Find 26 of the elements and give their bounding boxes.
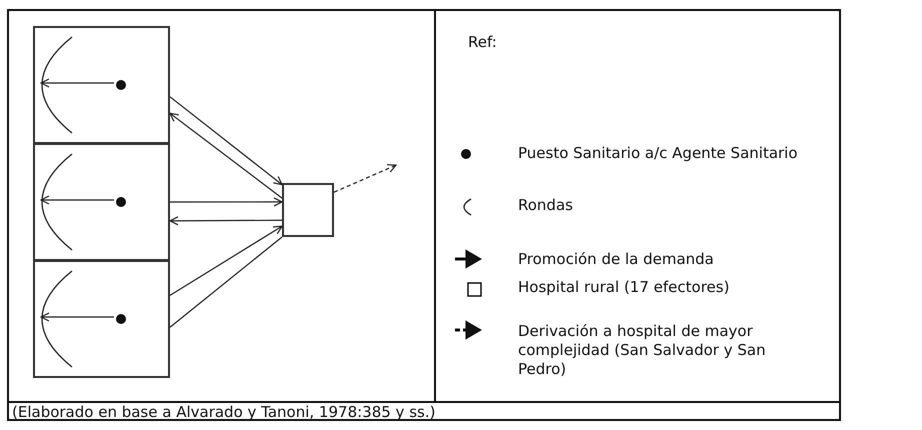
arrow [40, 312, 114, 322]
health-post-dot [116, 197, 126, 207]
arrow [169, 216, 282, 226]
arrow [169, 112, 282, 199]
legend-text: Hospital rural (17 efectores) [518, 278, 730, 297]
health-post-dot [116, 314, 126, 324]
round-arc [41, 154, 72, 250]
arrow [170, 226, 283, 296]
arrow [334, 164, 397, 193]
line [170, 236, 282, 328]
zone-box [33, 260, 170, 378]
legend-text: Derivación a hospital de mayor complejidad (San Salvador y San Pedro) [518, 322, 767, 379]
arrow [170, 197, 283, 206]
arrow [170, 96, 283, 186]
hospital-square [282, 183, 334, 237]
zone-box [33, 143, 170, 261]
round-arc [41, 270, 72, 368]
round-arc [41, 36, 72, 134]
arrow [40, 78, 114, 88]
health-post-dot [116, 80, 126, 90]
zone-box [33, 26, 170, 144]
legend-text: Puesto Sanitario a/c Agente Sanitario [518, 144, 799, 163]
legend-heading: Ref: [468, 33, 497, 52]
legend-text: Promoción de la demanda [518, 250, 715, 269]
arrow [40, 195, 114, 205]
legend-text: Rondas [518, 196, 574, 215]
